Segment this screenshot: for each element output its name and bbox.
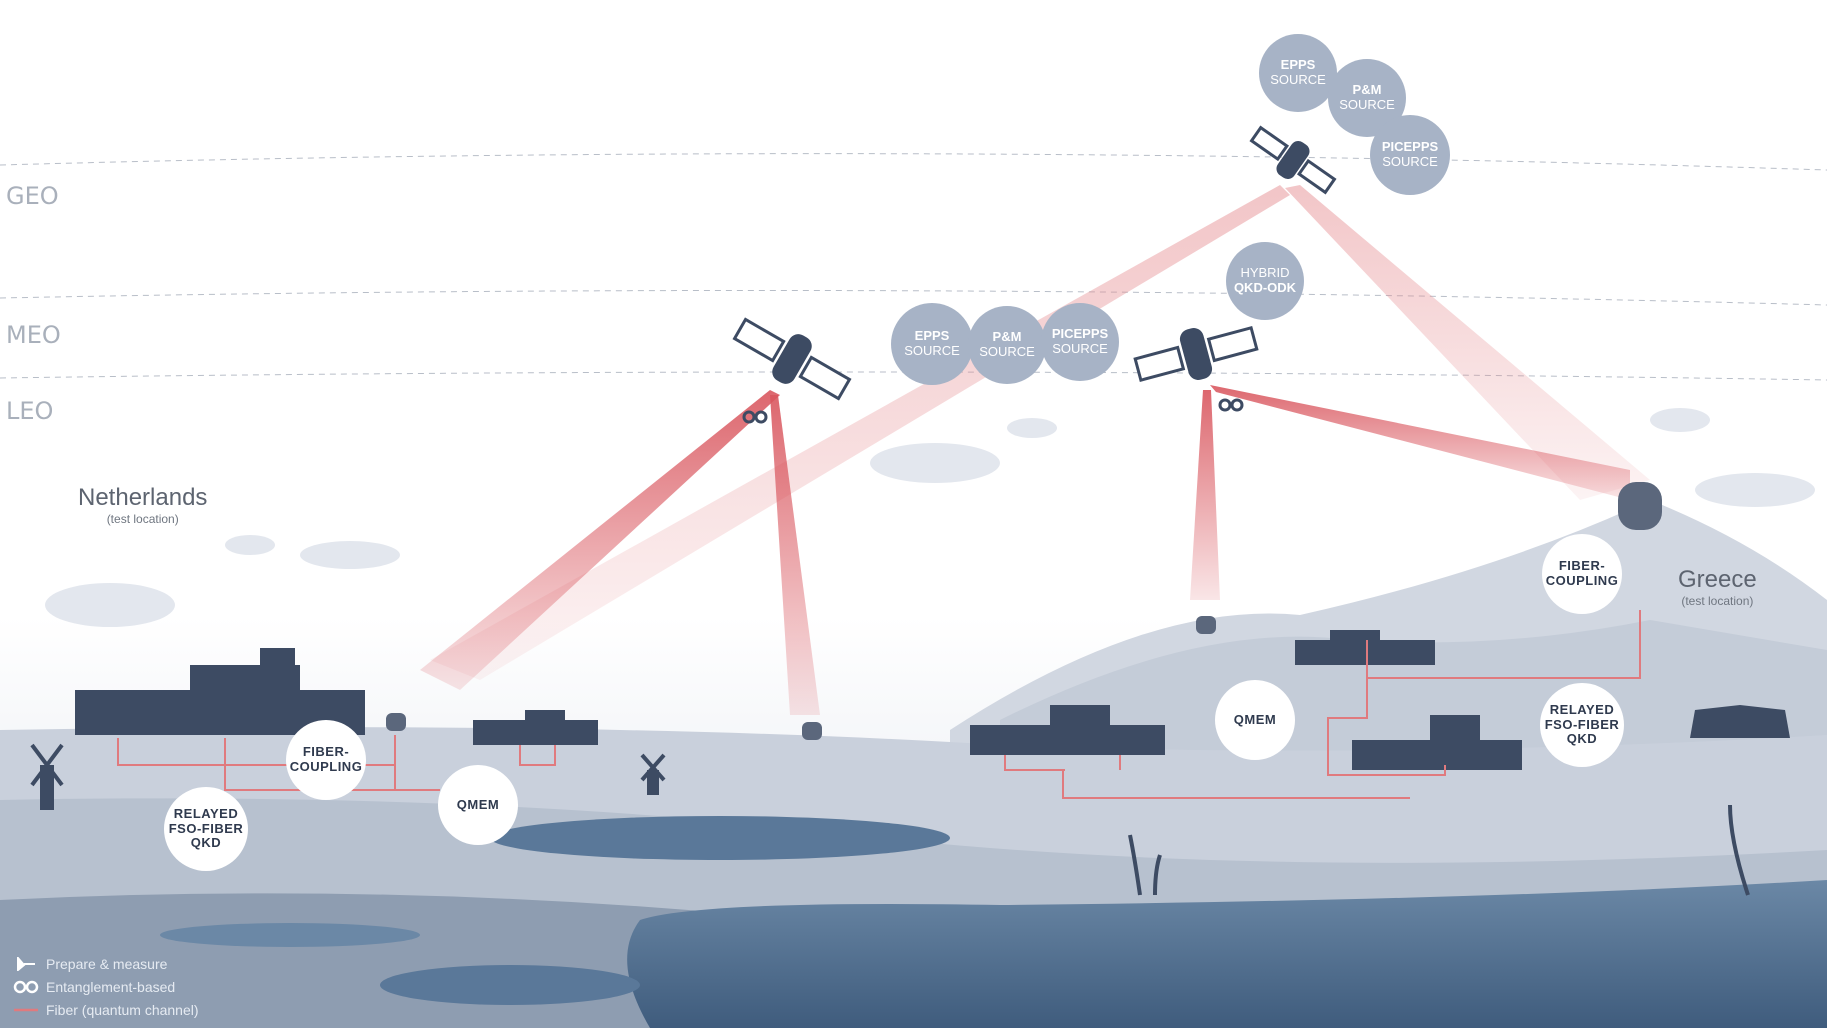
label: COUPLING (289, 759, 363, 774)
palm-trees (1128, 804, 1750, 896)
beam-leo2-ground (1190, 390, 1220, 600)
nl-qmem: QMEM (438, 765, 518, 845)
meo-orbit-line (0, 289, 1827, 306)
label: QMEM (456, 796, 500, 812)
label: SOURCE (1382, 154, 1438, 169)
location-note: (test location) (106, 512, 179, 526)
orbit-label-geo: GEO (6, 182, 59, 210)
fiber-line-icon (12, 1007, 40, 1013)
label: SOURCE (1339, 97, 1395, 112)
sea (627, 880, 1827, 1028)
label: RELAYED (173, 805, 239, 821)
label: PICEPPS (1381, 139, 1439, 155)
label: PICEPPS (1051, 326, 1109, 342)
label: FIBER- (302, 744, 350, 760)
label: SOURCE (904, 343, 960, 358)
legend-label: Entanglement-based (46, 978, 176, 995)
label: QKD (1566, 731, 1598, 747)
gr-qmem: QMEM (1215, 680, 1295, 760)
label: RELAYED (1549, 701, 1615, 717)
lake (490, 816, 950, 860)
label: EPPS (914, 328, 950, 344)
beam-leo1-nl (420, 390, 780, 690)
beam-leo1-ground (770, 395, 820, 715)
geo-orbit-line (0, 153, 1827, 171)
entanglement-icon (12, 980, 40, 994)
legend: Prepare & measure Entanglement-based Fib… (12, 952, 199, 1021)
location-name: Netherlands (78, 484, 208, 511)
gr-fiber-coupling: FIBER-COUPLING (1542, 534, 1622, 614)
beam-leo2-gr (1210, 385, 1630, 500)
legend-item: Fiber (quantum channel) (12, 998, 199, 1021)
label: HYBRID (1240, 265, 1290, 281)
orbit-label-meo: MEO (6, 321, 61, 349)
label: P&M (992, 329, 1022, 345)
legend-item: Prepare & measure (12, 952, 199, 975)
label: QMEM (1233, 711, 1277, 727)
label: P&M (1352, 82, 1382, 98)
orbit-label-leo: LEO (6, 397, 54, 425)
clouds (45, 408, 1815, 627)
entanglement-markers (742, 398, 1244, 424)
legend-label: Prepare & measure (46, 955, 168, 972)
ground-stations (386, 482, 1662, 740)
legend-label: Fiber (quantum channel) (46, 1001, 199, 1018)
beam-geo-gr (1285, 185, 1650, 500)
location-netherlands: Netherlands (test location) (78, 484, 207, 526)
label: FSO-FIBER (168, 820, 244, 836)
label: SOURCE (1052, 341, 1108, 356)
label: COUPLING (1545, 573, 1619, 588)
label: FIBER- (1558, 558, 1606, 574)
label: SOURCE (1270, 72, 1326, 87)
legend-item: Entanglement-based (12, 975, 199, 998)
satellites (732, 125, 1337, 401)
location-greece: Greece (test location) (1678, 566, 1757, 608)
prepare-measure-icon (12, 956, 40, 971)
nl-fiber-coupling: FIBER-COUPLING (286, 720, 366, 800)
label: QKD-ODK (1233, 280, 1297, 295)
label: SOURCE (979, 344, 1035, 359)
location-name: Greece (1678, 566, 1757, 593)
location-note: (test location) (1681, 594, 1754, 608)
label: FSO-FIBER (1544, 716, 1620, 732)
label: QKD (190, 835, 222, 851)
label: EPPS (1280, 57, 1316, 73)
